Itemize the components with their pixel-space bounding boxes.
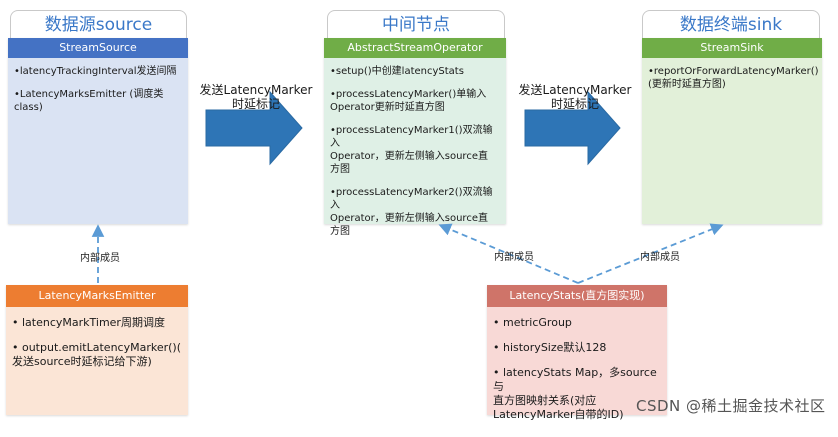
arrow-label-right: 发送LatencyMarker 时延标记	[518, 83, 632, 111]
operator-item-process: •processLatencyMarker()单输入 Operator更新时延直…	[330, 89, 487, 113]
stats-item-map: • latencyStats Map，多source与 直方图映射关系(对应 L…	[493, 366, 657, 421]
source-item-emitter: •LatencyMarksEmitter (调度类class)	[14, 89, 164, 113]
stream-source-body: •latencyTrackingInterval发送间隔 •LatencyMar…	[8, 58, 188, 128]
relation-label-emitter: 内部成员	[80, 253, 120, 264]
dashed-stats-to-operator	[438, 223, 579, 284]
operator-item-setup: •setup()中创建latencyStats	[330, 66, 464, 77]
connectors	[91, 90, 724, 284]
operator-header: AbstractStreamOperator	[324, 38, 506, 58]
latency-marks-emitter-box: LatencyMarksEmitter • latencyMarkTimer周期…	[6, 285, 188, 415]
stats-header: LatencyStats(直方图实现)	[487, 285, 667, 307]
dashed-stats-to-sink	[577, 223, 724, 284]
stream-sink-header: StreamSink	[642, 38, 822, 58]
abstract-stream-operator-box: AbstractStreamOperator •setup()中创建latenc…	[324, 38, 506, 237]
operator-item-process2: •processLatencyMarker2()双流输入 Operator，更新…	[330, 187, 493, 237]
watermark: CSDN @稀土掘金技术社区	[636, 397, 826, 415]
sink-tab: 数据终端sink	[642, 10, 820, 39]
stats-body: • metricGroup • historySize默认128 • laten…	[487, 307, 667, 437]
stream-source-box: StreamSource •latencyTrackingInterval发送间…	[8, 38, 188, 224]
stream-sink-body: •reportOrForwardLatencyMarker() (更新时延直方图…	[642, 58, 822, 105]
source-tab: 数据源source	[10, 10, 187, 39]
arrow-source-to-operator	[205, 90, 303, 166]
sink-item-report: •reportOrForwardLatencyMarker() (更新时延直方图…	[648, 66, 819, 90]
operator-item-process1: •processLatencyMarker1()双流输入 Operator，更新…	[330, 125, 493, 175]
emitter-item-timer: • latencyMarkTimer周期调度	[12, 316, 165, 329]
stats-item-metric-group: • metricGroup	[493, 316, 572, 329]
arrow-operator-to-sink	[524, 90, 621, 166]
relation-label-operator: 内部成员	[494, 252, 534, 263]
emitter-item-emit: • output.emitLatencyMarker()( 发送source时延…	[12, 341, 181, 368]
source-item-interval: •latencyTrackingInterval发送间隔	[14, 66, 177, 77]
stream-sink-box: StreamSink •reportOrForwardLatencyMarker…	[642, 38, 822, 224]
emitter-header: LatencyMarksEmitter	[6, 285, 188, 307]
operator-tab: 中间节点	[327, 10, 505, 39]
relation-label-sink: 内部成员	[640, 252, 680, 263]
latency-stats-box: LatencyStats(直方图实现) • metricGroup • hist…	[487, 285, 667, 421]
stream-source-header: StreamSource	[8, 38, 188, 58]
emitter-body: • latencyMarkTimer周期调度 • output.emitLate…	[6, 307, 188, 384]
operator-body: •setup()中创建latencyStats •processLatencyM…	[324, 58, 506, 252]
stats-item-history-size: • historySize默认128	[493, 341, 607, 354]
arrow-label-left: 发送LatencyMarker 时延标记	[199, 83, 313, 111]
